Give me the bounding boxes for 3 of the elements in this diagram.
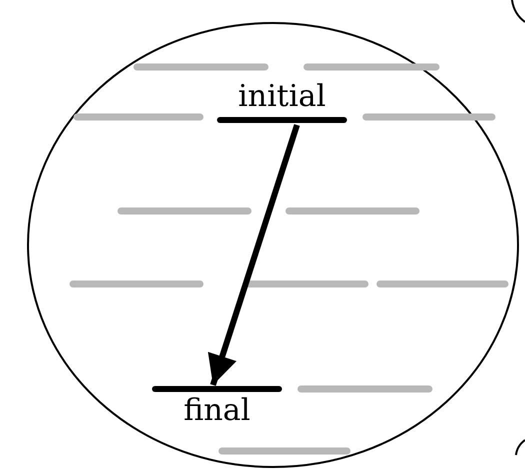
level-label: final xyxy=(182,394,252,428)
level-label: initial xyxy=(237,80,327,114)
arrow xyxy=(208,124,300,386)
